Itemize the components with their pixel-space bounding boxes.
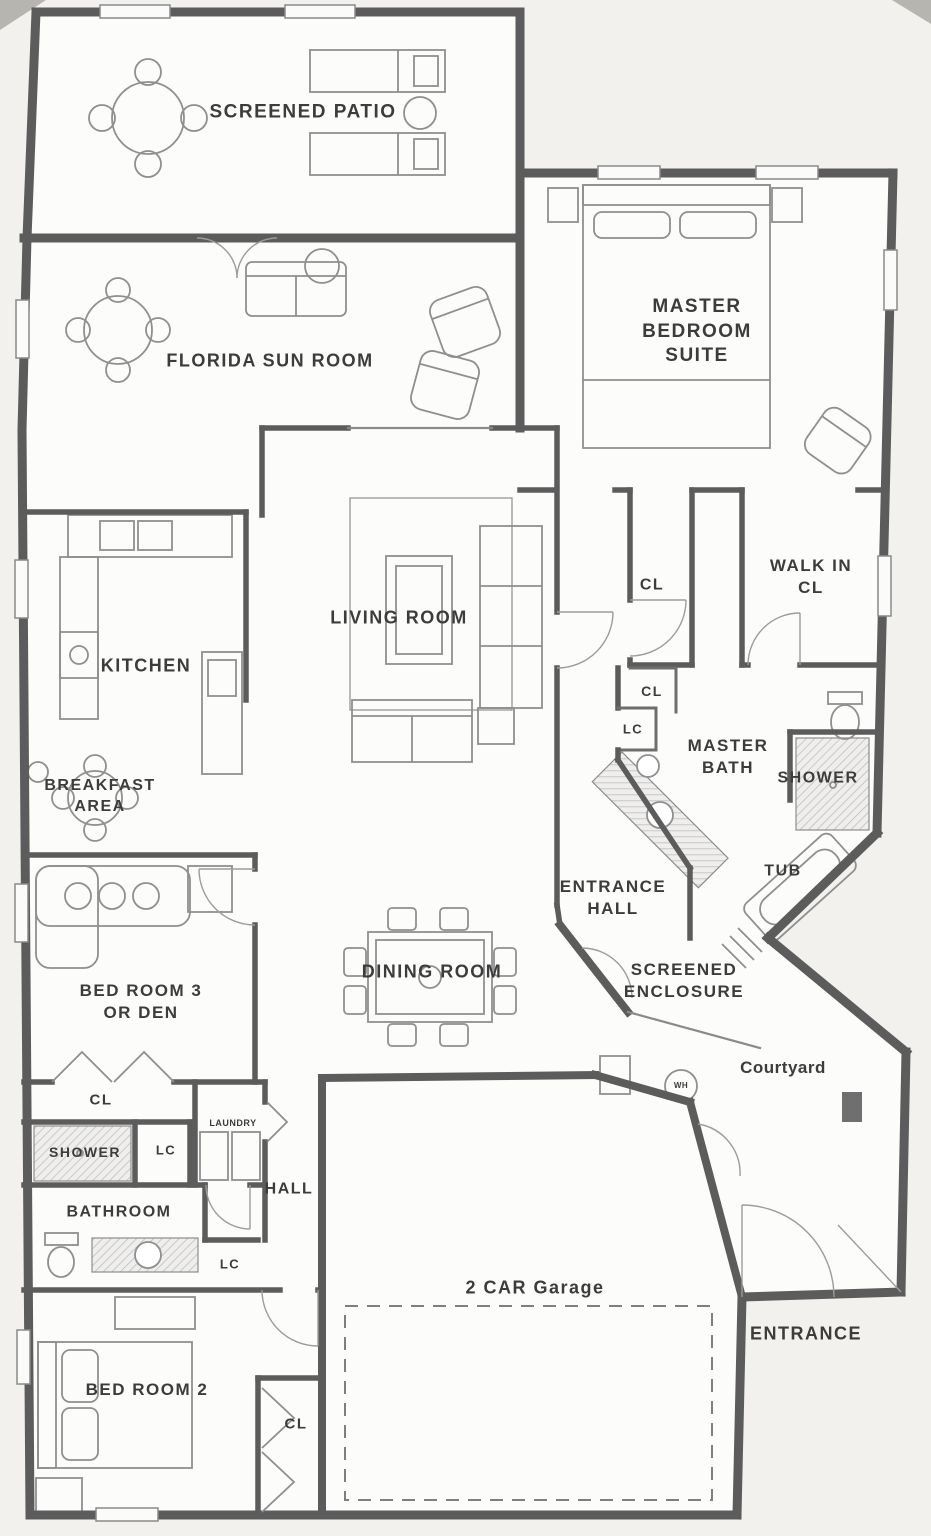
label-hall-closet-cl: CL (641, 682, 663, 699)
room-label-master-bath: MASTER BATH (687, 735, 769, 777)
closet-bifold-doors (51, 1050, 296, 1513)
bedroom3-furniture (35, 865, 233, 969)
room-label-living-room: LIVING ROOM (330, 607, 468, 628)
label-tub: TUB (764, 862, 802, 880)
room-label-hall: HALL (264, 1180, 314, 1198)
master-bath-fixtures (636, 691, 863, 942)
room-label-garage: 2 CAR Garage (465, 1277, 605, 1298)
garage-markings (344, 1055, 862, 1501)
room-label-master-bedroom-suite: MASTER BEDROOM SUITE (642, 295, 752, 367)
label-hall-shower: SHOWER (49, 1143, 121, 1160)
label-master-shower: SHOWER (777, 769, 859, 787)
room-label-bed-room-3: BED ROOM 3 OR DEN (79, 980, 203, 1022)
room-label-breakfast-area: BREAKFAST AREA (44, 777, 156, 815)
hall-bath-fixtures (44, 1131, 261, 1278)
room-label-entrance-hall: ENTRANCE HALL (559, 876, 667, 918)
label-hall-linen-lc: LC (155, 1142, 177, 1158)
kitchen-counters (59, 514, 243, 775)
bedroom2-furniture (35, 1296, 196, 1513)
sunroom-furniture (65, 248, 501, 420)
interior-walls (21, 425, 888, 1518)
room-label-screened-patio: SCREENED PATIO (209, 101, 397, 123)
label-water-heater: WH (673, 1080, 689, 1090)
room-label-dining-room: DINING ROOM (361, 961, 503, 982)
master-bedroom-furniture (547, 184, 872, 475)
label-bed2-closet-cl: CL (284, 1415, 308, 1433)
door-swings (196, 237, 902, 1347)
label-bed3-closet-cl: CL (89, 1091, 113, 1109)
room-label-walk-in-cl: WALK IN CL (769, 555, 853, 597)
label-master-closet-cl: CL (639, 576, 665, 594)
room-label-bathroom: BATHROOM (66, 1203, 172, 1221)
label-bath-linen-lc: LC (219, 1256, 241, 1272)
patio-furniture (88, 49, 446, 178)
living-room-furniture (349, 497, 543, 763)
label-entrance: ENTRANCE (749, 1323, 863, 1344)
windows (14, 4, 898, 1522)
room-label-bed-room-2: BED ROOM 2 (85, 1379, 209, 1399)
room-label-screened-enclosure: SCREENED ENCLOSURE (623, 959, 745, 1001)
dining-furniture (343, 907, 517, 1047)
label-laundry: LAUNDRY (209, 1118, 257, 1129)
room-label-kitchen: KITCHEN (100, 655, 192, 676)
label-master-linen-lc: LC (622, 721, 644, 737)
room-label-courtyard: Courtyard (740, 1057, 826, 1077)
room-label-florida-sun-room: FLORIDA SUN ROOM (166, 350, 374, 371)
